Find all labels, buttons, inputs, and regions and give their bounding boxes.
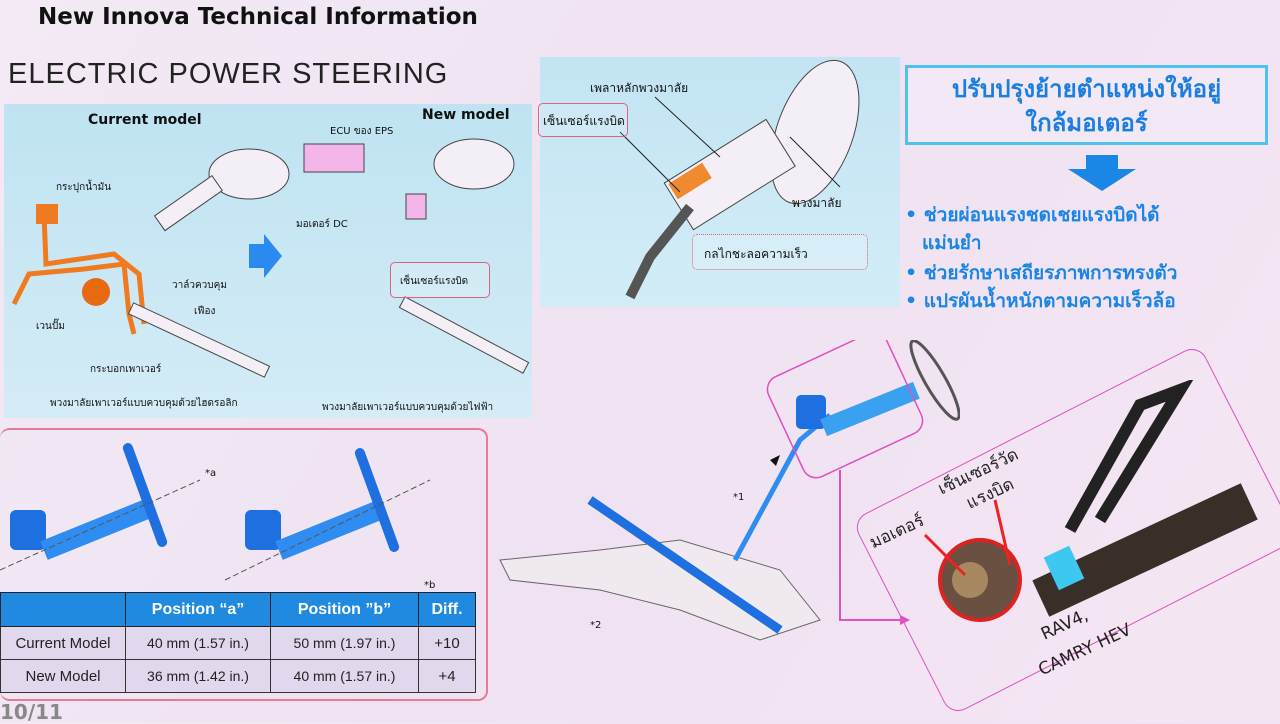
page-number: 10/11 — [0, 700, 63, 724]
table-cell: +10 — [418, 626, 476, 660]
slide-subtitle: ELECTRIC POWER STEERING — [8, 58, 449, 90]
label-ecu: ECU ของ EPS — [330, 126, 394, 137]
steering-system-diagram — [11, 138, 530, 378]
table-cell: 40 mm (1.57 in.) — [125, 626, 271, 660]
label-reduction-gear: กลไกชะลอความเร็ว — [704, 247, 808, 261]
table-row: New Model 36 mm (1.42 in.) 40 mm (1.57 i… — [0, 659, 476, 693]
table-cell: 50 mm (1.97 in.) — [270, 626, 419, 660]
label-gear: เฟือง — [194, 306, 216, 317]
bullet-item: • ช่วยผ่อนแรงชดเชยแรงบิดได้ — [905, 204, 1160, 226]
table-cell: New Model — [0, 659, 126, 693]
callout-box: ปรับปรุงย้ายตำแหน่งให้อยู่ ใกล้มอเตอร์ — [905, 65, 1268, 145]
label-dc-motor: มอเตอร์ DC — [296, 219, 348, 230]
table-header — [0, 592, 126, 627]
label-pump: เวนปั๊ม — [36, 321, 65, 332]
label-power-cylinder: กระบอกเพาเวอร์ — [90, 364, 162, 375]
bullet-text: แปรผันน้ำหนักตามความเร็วล้อ — [923, 290, 1176, 312]
bullet-text: ช่วยผ่อนแรงชดเชยแรงบิดได้ — [923, 204, 1160, 226]
mark-1: *1 — [733, 492, 745, 503]
bullet-item-continued: แม่นยำ — [922, 232, 982, 254]
label-torque-sensor: เซ็นเซอร์แรงบิด — [400, 276, 469, 287]
current-model-heading: Current model — [88, 112, 202, 128]
callout-line2: ใกล้มอเตอร์ — [1025, 109, 1148, 137]
mark-a: *a — [205, 468, 217, 479]
table-header: Position ”b” — [270, 592, 419, 627]
down-arrow-icon — [1068, 155, 1136, 191]
bullet-text: ช่วยรักษาเสถียรภาพการทรงตัว — [923, 262, 1178, 284]
position-table: Position “a” Position ”b” Diff. Current … — [0, 592, 476, 693]
label-control-valve: วาล์วควบคุม — [172, 280, 227, 291]
mark-2: *2 — [590, 620, 602, 631]
table-header-row: Position “a” Position ”b” Diff. — [0, 592, 476, 627]
label-steering-wheel: พวงมาลัย — [792, 196, 842, 210]
slide-title: New Innova Technical Information — [38, 4, 478, 30]
bullet-item: • แปรผันน้ำหนักตามความเร็วล้อ — [905, 290, 1176, 312]
column-position-diagrams — [0, 443, 431, 581]
new-model-heading: New model — [422, 107, 510, 123]
table-cell: Current Model — [0, 626, 126, 660]
table-header: Position “a” — [125, 592, 271, 627]
label-torque-sensor-mid: เซ็นเซอร์แรงบิด — [543, 114, 625, 128]
label-oil-tank: กระปุกน้ำมัน — [56, 182, 112, 193]
table-header: Diff. — [418, 592, 476, 627]
steering-column-diagram — [619, 59, 860, 300]
bullet-item: • ช่วยรักษาเสถียรภาพการทรงตัว — [905, 262, 1178, 284]
label-main-shaft: เพลาหลักพวงมาลัย — [590, 81, 689, 95]
mark-b: *b — [424, 580, 436, 591]
caption-hydraulic: พวงมาลัยเพาเวอร์แบบควบคุมด้วยไฮดรอลิก — [50, 398, 238, 409]
eps-column-photo — [923, 380, 1258, 622]
position-comparison-box: *a *b — [0, 428, 488, 701]
suspension-steering-diagram — [499, 340, 960, 641]
table-cell: +4 — [418, 659, 476, 693]
table-cell: 40 mm (1.57 in.) — [270, 659, 419, 693]
torque-sensor-diagram-panel: เพลาหลักพวงมาลัย เซ็นเซอร์แรงบิด พวงมาลั… — [538, 57, 900, 307]
table-cell: 36 mm (1.42 in.) — [125, 659, 271, 693]
comparison-panel: Current model New model กระปุกน้ำมัน เวน… — [4, 104, 532, 418]
table-row: Current Model 40 mm (1.57 in.) 50 mm (1.… — [0, 626, 476, 660]
caption-electric: พวงมาลัยเพาเวอร์แบบควบคุมด้วยไฟฟ้า — [322, 402, 494, 413]
callout-line1: ปรับปรุงย้ายตำแหน่งให้อยู่ — [951, 75, 1222, 103]
